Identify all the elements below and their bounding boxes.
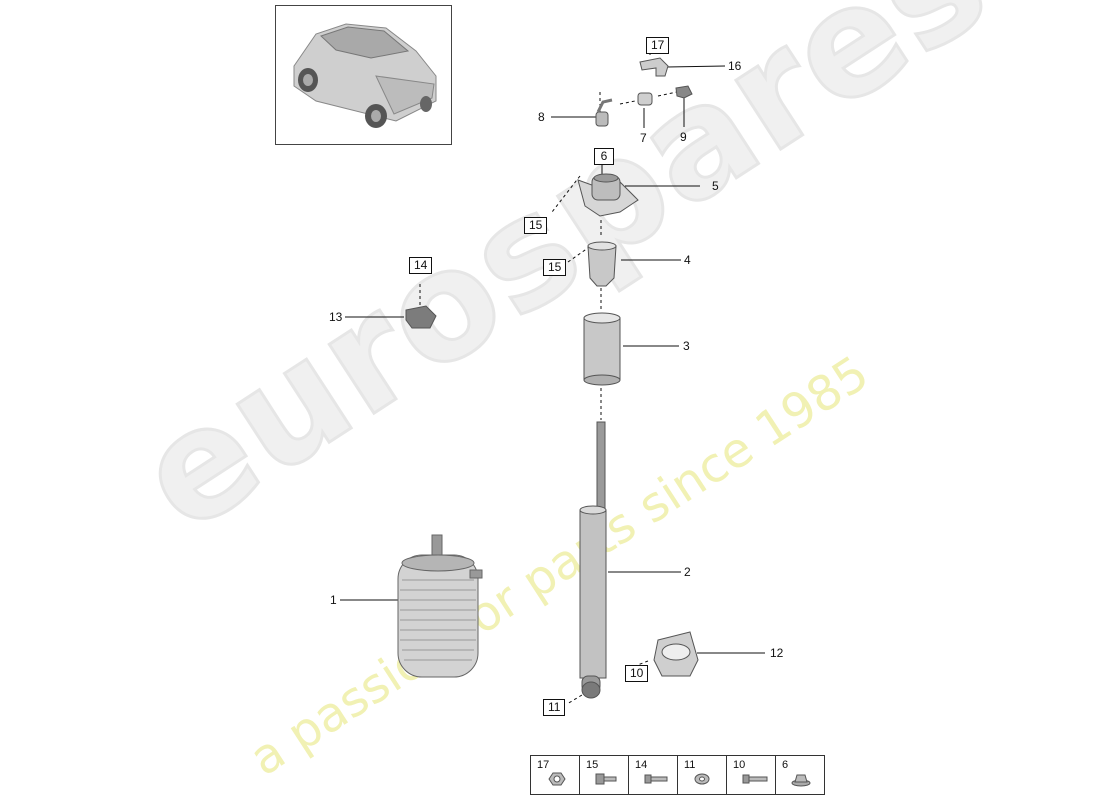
legend-cell-6: 6: [776, 756, 824, 794]
boxed-callout-11: 11: [543, 699, 566, 716]
boxed-callout-10: 10: [625, 665, 649, 682]
bushing-part-12: [653, 631, 699, 677]
callout-12: 12: [770, 646, 784, 660]
legend-number: 15: [586, 759, 599, 771]
air-spring-part-1: [397, 534, 483, 678]
callout-4: 4: [684, 253, 691, 267]
hex-nut-icon: [548, 772, 566, 786]
top-mount-part-5: [577, 173, 639, 217]
shock-absorber-part-2: [579, 421, 607, 699]
legend-cell-11: 11: [678, 756, 727, 794]
legend-cell-15: 15: [580, 756, 629, 794]
boxed-callout-14: 14: [409, 257, 433, 274]
legend-number: 10: [733, 759, 746, 771]
connector-part-7: [637, 92, 653, 106]
bracket-part-16: [639, 57, 669, 77]
legend-number: 11: [684, 759, 696, 771]
boxed-callout-15-lower: 15: [543, 259, 567, 276]
callout-5: 5: [712, 179, 719, 193]
boxed-callout-17: 17: [646, 37, 670, 54]
boxed-callout-6: 6: [594, 148, 614, 165]
flange-nut-icon: [791, 774, 811, 787]
callout-9: 9: [680, 130, 687, 144]
valve-part-8: [595, 98, 613, 127]
callout-8: 8: [538, 110, 545, 124]
legend-cell-14: 14: [629, 756, 678, 794]
car-icon: [293, 23, 437, 128]
callout-3: 3: [683, 339, 690, 353]
callout-1: 1: [330, 593, 337, 607]
long-bolt-icon: [742, 774, 768, 784]
legend-cell-10: 10: [727, 756, 776, 794]
callout-7: 7: [640, 131, 647, 145]
legend-cell-17: 17: [531, 756, 580, 794]
washer-icon: [694, 773, 710, 785]
callout-16: 16: [728, 59, 742, 73]
hardware-legend: 17 15 14 11 10 6: [530, 755, 825, 795]
bump-stop-part-4: [587, 241, 617, 287]
legend-number: 14: [635, 759, 648, 771]
legend-number: 6: [782, 759, 789, 771]
callout-13: 13: [329, 310, 343, 324]
cap-part-9: [675, 85, 693, 99]
flange-bolt-icon: [595, 773, 617, 785]
sensor-part-13: [405, 305, 437, 329]
vehicle-thumbnail: [275, 5, 452, 145]
callout-2: 2: [684, 565, 691, 579]
legend-number: 17: [537, 759, 550, 771]
dust-boot-part-3: [583, 312, 621, 386]
bolt-icon: [644, 774, 668, 784]
boxed-callout-15-top: 15: [524, 217, 548, 234]
